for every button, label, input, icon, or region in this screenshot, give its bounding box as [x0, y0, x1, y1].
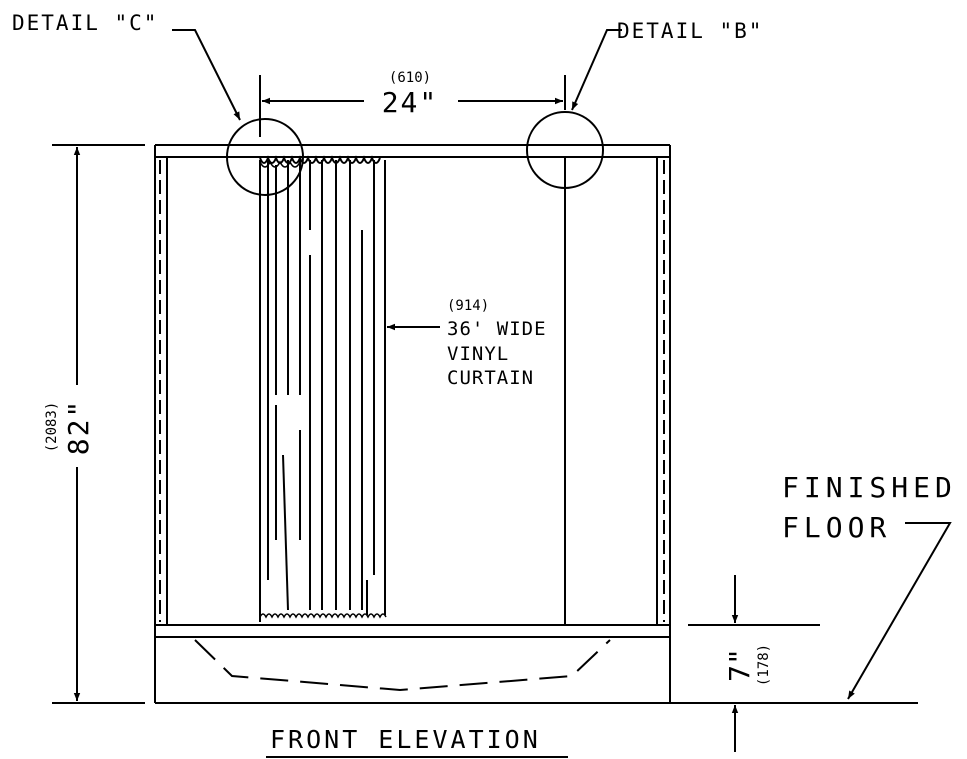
detail-b-leader: [571, 29, 622, 111]
height-dimension: [52, 144, 145, 704]
right-jamb: [656, 157, 665, 625]
floor-leader: [847, 522, 952, 700]
left-jamb: [159, 157, 168, 625]
detail-b-circle: [526, 111, 604, 189]
curb-metric-label: (178): [756, 644, 772, 686]
curtain-note-line3: CURTAIN: [447, 367, 534, 389]
finished-floor-line1: FINISHED: [782, 471, 957, 504]
finished-floor-line2: FLOOR: [782, 511, 891, 544]
curtain-note-line1: 36' WIDE: [447, 318, 547, 340]
width-metric-label: (610): [389, 70, 431, 86]
vinyl-curtain: [259, 155, 387, 622]
curb-imperial-label: 7": [723, 648, 756, 682]
height-imperial-label: 82": [62, 399, 95, 456]
curtain-note-line2: VINYL: [447, 343, 509, 365]
detail-b-label: DETAIL "B": [617, 19, 763, 43]
width-imperial-label: 24": [382, 86, 439, 119]
shower-frame: [154, 144, 671, 704]
drawing-title: FRONT ELEVATION: [270, 725, 541, 754]
curb-dimension: [670, 575, 918, 752]
curb-slope-line: [194, 639, 611, 692]
detail-c-leader: [172, 29, 241, 121]
height-metric-label: (2083): [44, 402, 60, 453]
curtain-metric-label: (914): [447, 298, 489, 314]
detail-c-circle: [226, 118, 304, 196]
detail-c-label: DETAIL "C": [12, 11, 158, 35]
width-dimension: [259, 75, 566, 137]
